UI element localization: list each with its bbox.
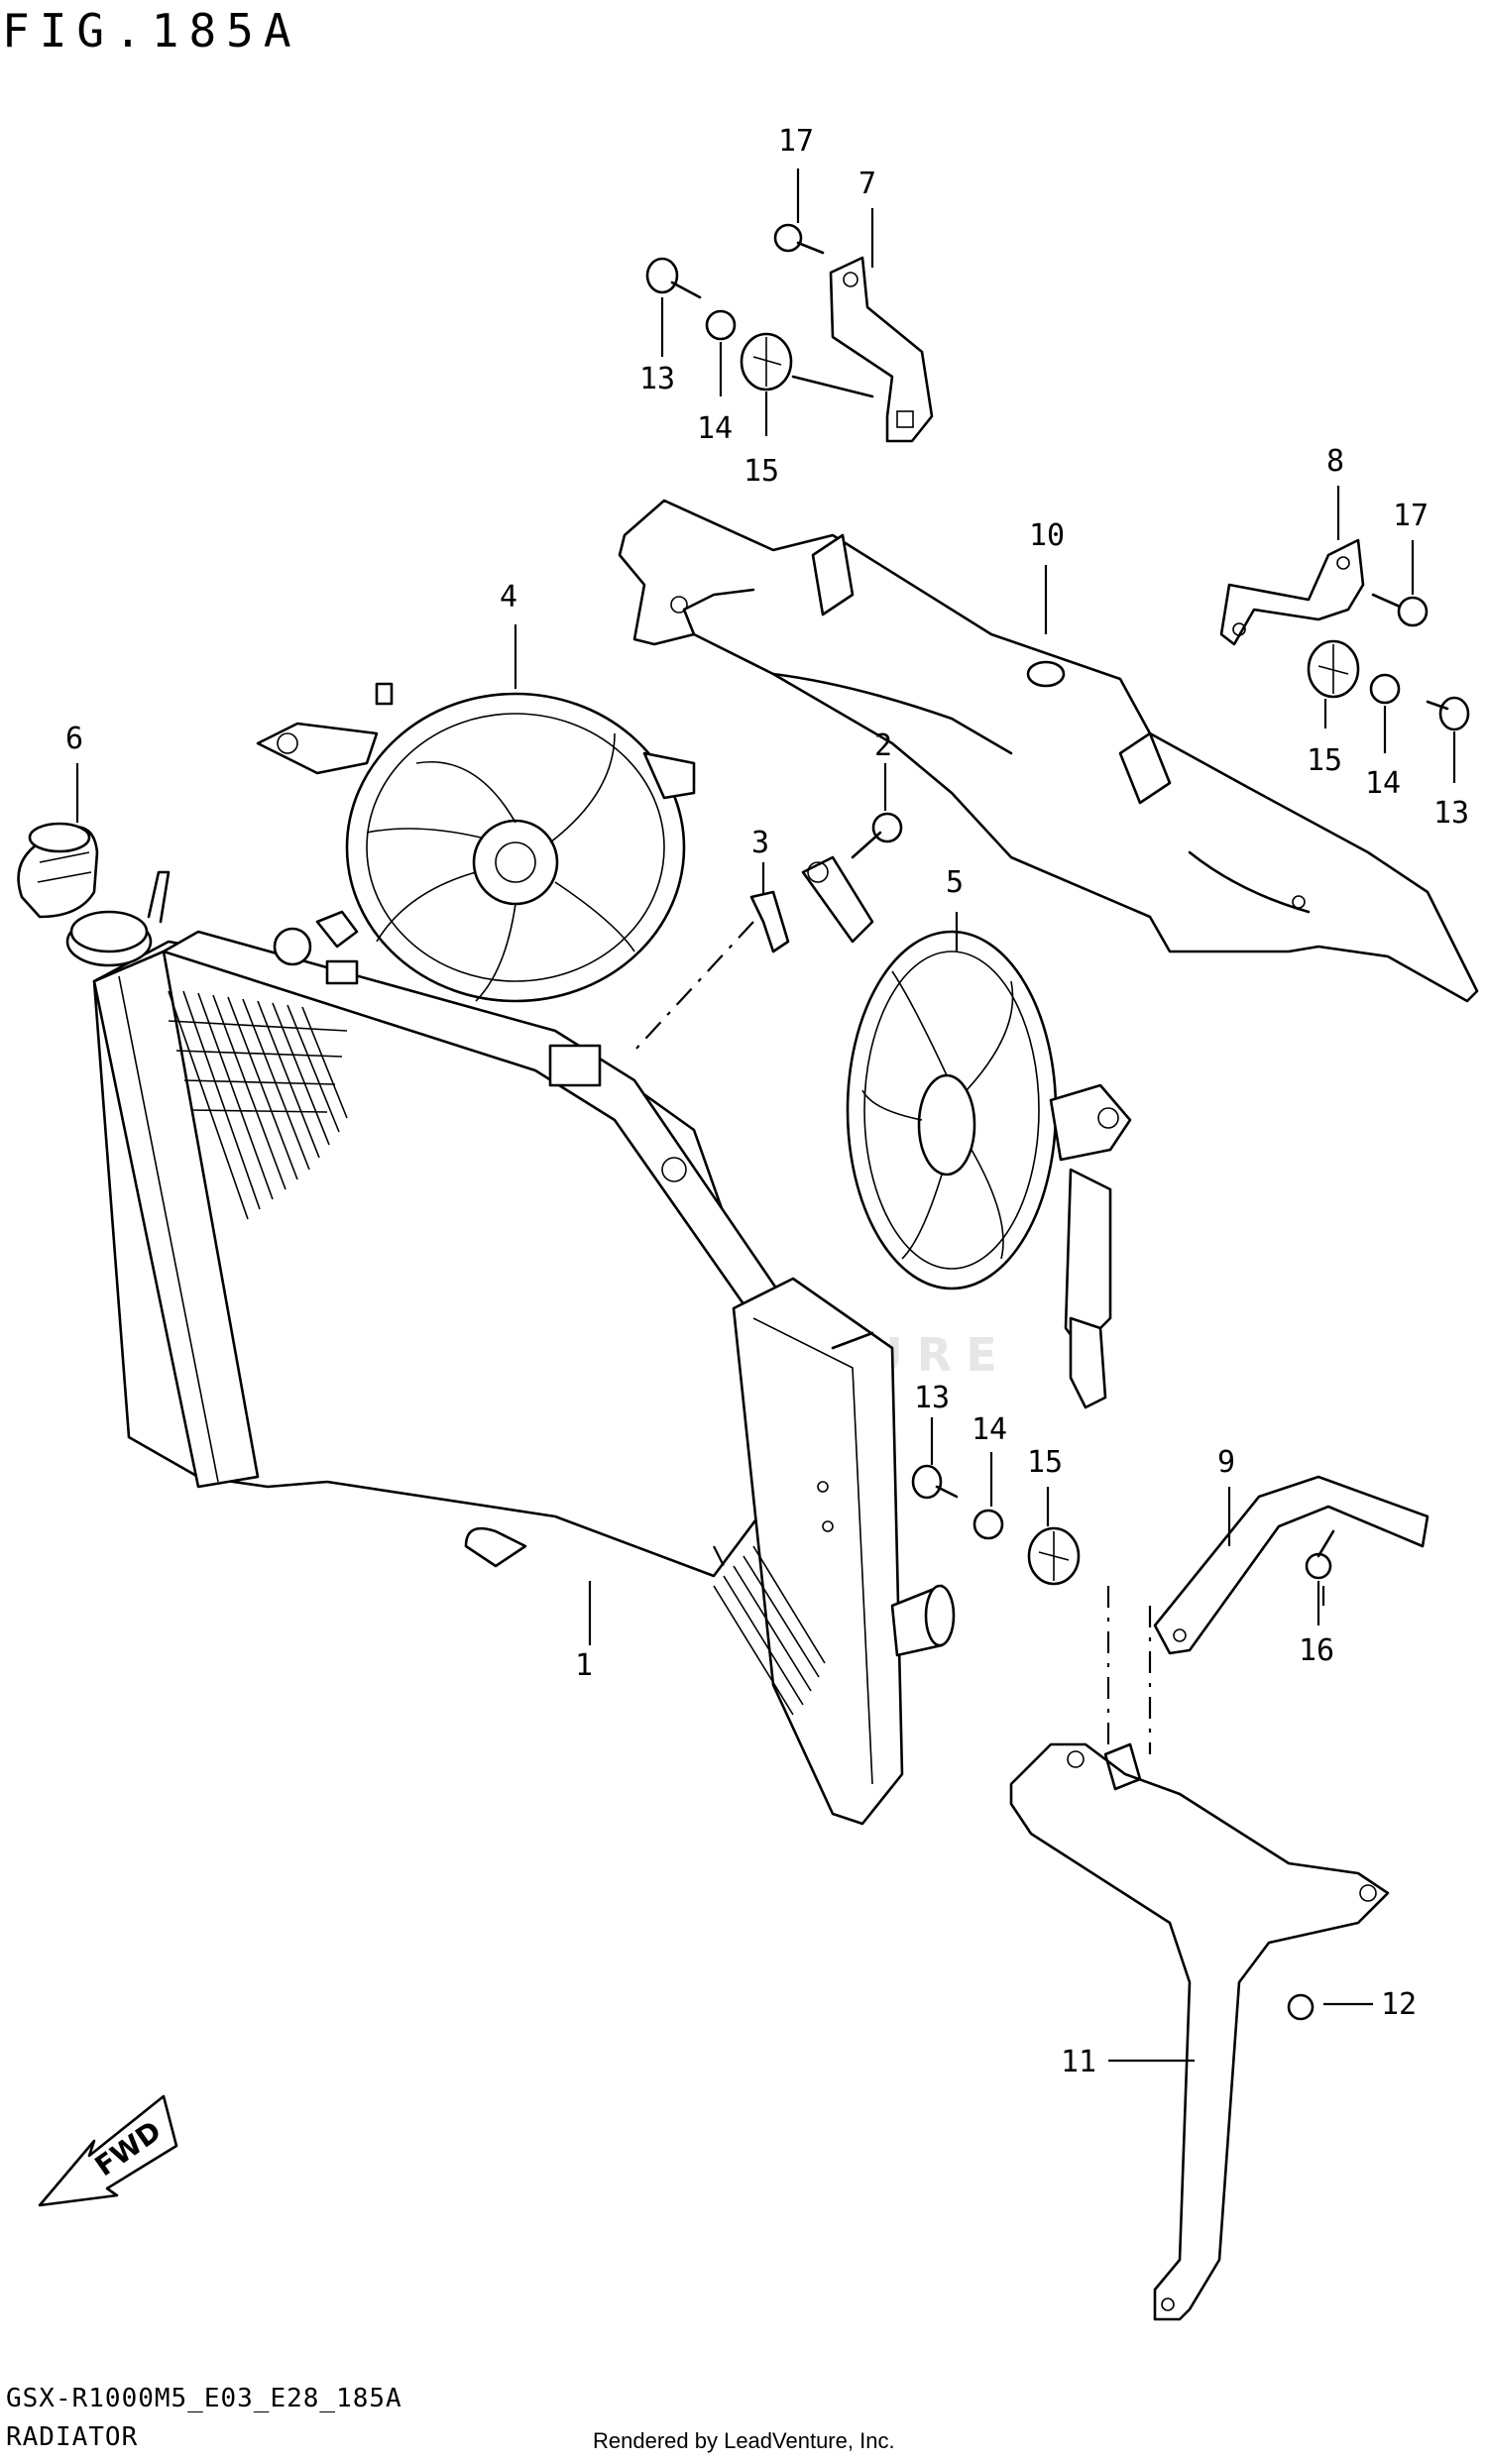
bracket-part-11 (1009, 1742, 1390, 2321)
callout-14-mid: 14 (972, 1412, 1007, 1447)
hardware-group (645, 223, 1470, 2021)
callout-15-mid: 15 (1027, 1445, 1063, 1480)
callout-17-right: 17 (1393, 499, 1429, 533)
callout-4: 4 (500, 580, 517, 615)
callout-labels: 1 2 3 4 5 6 7 8 9 10 11 12 13 14 15 17 1… (65, 124, 1469, 2079)
dashed-guide-lines (633, 921, 1325, 1754)
leader-lines (75, 168, 1456, 2063)
radiator-part-1 (65, 870, 956, 1826)
callout-7: 7 (858, 167, 876, 201)
cooling-fan-part-5 (801, 855, 1132, 1409)
callout-17-top: 17 (778, 124, 814, 159)
fan-cover-part-10 (618, 499, 1479, 1003)
radiator-cap-part-6 (17, 822, 99, 919)
bracket-part-8 (1219, 538, 1365, 646)
callout-13-mid: 13 (914, 1381, 950, 1415)
callout-15-right: 15 (1307, 743, 1342, 778)
callout-5: 5 (946, 865, 964, 900)
callout-13-top: 13 (639, 362, 675, 396)
callout-14-top: 14 (697, 411, 733, 446)
callout-16: 16 (1299, 1633, 1334, 1668)
cooling-fan-part-4 (256, 682, 696, 1003)
callout-8: 8 (1326, 444, 1344, 479)
callout-6: 6 (65, 722, 83, 756)
callout-13-right: 13 (1433, 796, 1469, 831)
callout-15-top: 15 (744, 454, 779, 489)
section-name: RADIATOR (6, 2422, 139, 2452)
model-code: GSX-R1000M5_E03_E28_185A (6, 2384, 402, 2413)
callout-12: 12 (1381, 1987, 1417, 2022)
callout-2: 2 (874, 728, 892, 763)
callout-9: 9 (1217, 1445, 1235, 1480)
callout-11: 11 (1061, 2045, 1096, 2079)
render-credit: Rendered by LeadVenture, Inc. (593, 2428, 895, 2453)
callout-3: 3 (751, 826, 769, 860)
figure-title: FIG.185A (2, 4, 301, 57)
callout-1: 1 (575, 1648, 593, 1683)
callout-14-right: 14 (1365, 766, 1401, 801)
bracket-part-7 (791, 256, 934, 443)
callout-10: 10 (1029, 518, 1065, 553)
fwd-arrow: FWD (38, 2094, 178, 2207)
bracket-part-9 (1153, 1475, 1430, 1655)
